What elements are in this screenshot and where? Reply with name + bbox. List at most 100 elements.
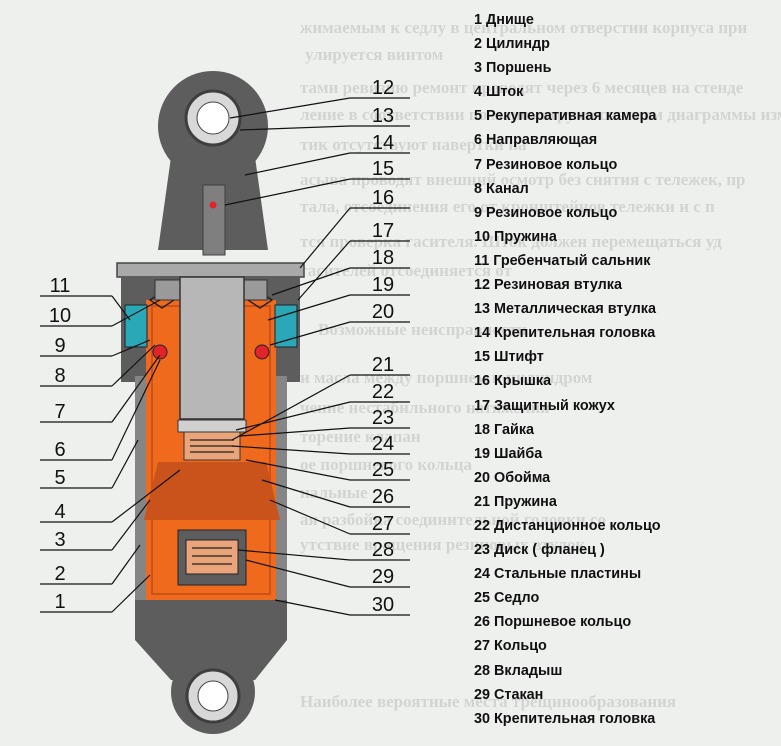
callout-leader-line <box>111 469 181 523</box>
legend-item: 17 Защитный кожух <box>474 397 615 414</box>
legend-item: 13 Металлическая втулка <box>474 301 656 318</box>
legend-item: 6 Направляющая <box>474 132 598 149</box>
callout-number: 11 <box>50 275 71 297</box>
shock-absorber-drawing <box>116 71 305 734</box>
callout-number: 9 <box>54 335 65 357</box>
bottom-head-neck <box>135 600 287 680</box>
piston-spring <box>190 439 234 453</box>
callout-number: 28 <box>372 539 394 561</box>
callout-number: 12 <box>372 77 394 99</box>
callout-leader-line <box>111 439 139 489</box>
callout-number: 16 <box>372 187 394 209</box>
callout-layer: 1234567891011121314151617181920212223242… <box>40 77 410 616</box>
callout-leader-line <box>111 354 161 423</box>
callout-leader-line <box>111 499 151 551</box>
legend-item: 30 Крепительная головка <box>474 710 656 727</box>
seal-right <box>274 304 298 348</box>
callout-leader-line <box>231 445 351 455</box>
piston <box>144 462 280 520</box>
callout-leader-line <box>111 299 161 327</box>
legend-item: 28 Вкладыш <box>474 662 563 679</box>
piston-plate <box>177 419 247 433</box>
callout-leader-line <box>111 359 161 461</box>
callout-leader-line <box>111 344 156 387</box>
legend-item: 14 Крепительная головка <box>474 325 656 342</box>
legend-item: 16 Крышка <box>474 373 552 390</box>
legend-item: 19 Шайба <box>474 445 543 462</box>
legend-item: 4 Шток <box>474 84 524 101</box>
legend-item: 9 Резиновое кольцо <box>474 204 618 221</box>
callout-number: 30 <box>372 594 394 616</box>
rubber-ring-right <box>254 344 270 360</box>
callout-leader-line <box>111 339 151 357</box>
legend-item: 24 Стальные пластины <box>474 566 642 583</box>
legend-item: 22 Дистанционное кольцо <box>474 517 661 534</box>
callout-number: 29 <box>372 566 394 588</box>
cover-cap <box>116 262 305 278</box>
callout-leader-line <box>235 401 351 431</box>
callout-number: 21 <box>372 354 394 376</box>
callout-leader-line <box>231 374 351 441</box>
callout-leader-line <box>229 97 351 119</box>
legend-item: 27 Кольцо <box>474 638 547 655</box>
callout-leader-line <box>269 499 351 535</box>
callout-number: 23 <box>372 407 394 429</box>
legend-item: 26 Поршневое кольцо <box>474 614 632 631</box>
callout-leader-line <box>245 459 351 481</box>
pin <box>209 201 217 209</box>
callout-number: 6 <box>54 439 65 461</box>
callout-number: 18 <box>372 247 394 269</box>
callout-number: 14 <box>372 132 394 154</box>
rubber-ring-left <box>152 344 168 360</box>
callout-number: 8 <box>54 365 65 387</box>
callout-leader-line <box>297 240 351 301</box>
callout-number: 2 <box>54 563 65 585</box>
callout-number: 4 <box>54 501 65 523</box>
callout-number: 27 <box>372 513 394 535</box>
legend-item: 7 Резиновое кольцо <box>474 156 618 173</box>
callout-number: 24 <box>372 433 394 455</box>
legend-item: 23 Диск ( фланец ) <box>474 542 605 559</box>
callout-leader-line <box>111 544 141 585</box>
callout-leader-line <box>267 294 351 321</box>
callout-leader-line <box>224 178 351 206</box>
rod <box>179 276 245 420</box>
callout-number: 26 <box>372 486 394 508</box>
legend-item: 5 Рекуперативная камера <box>474 108 657 125</box>
callout-leader-line <box>239 427 351 437</box>
callout-leader-line <box>269 321 351 346</box>
legend-item: 3 Поршень <box>474 60 552 77</box>
callout-number: 7 <box>54 401 65 423</box>
callout-number: 3 <box>54 529 65 551</box>
callout-leader-line <box>274 599 351 616</box>
bottom-valve <box>185 539 239 575</box>
callout-leader-line <box>271 267 351 296</box>
legend-item: 25 Седло <box>474 590 540 607</box>
callout-number: 22 <box>372 381 394 403</box>
legend-item: 29 Стакан <box>474 686 544 703</box>
legend-item: 15 Штифт <box>474 349 544 366</box>
bottom-eye-hole <box>197 680 229 712</box>
legend-item: 10 Пружина <box>474 228 557 245</box>
legend-item: 1 Днище <box>474 12 534 28</box>
legend-item: 12 Резиновая втулка <box>474 277 623 294</box>
bottom-spring <box>192 547 232 565</box>
callout-number: 13 <box>372 105 394 127</box>
callout-leader-line <box>237 549 351 561</box>
callout-number: 20 <box>372 301 394 323</box>
legend-item: 2 Цилиндр <box>474 36 550 53</box>
callout-number: 19 <box>372 274 394 296</box>
callout-leader-line <box>111 574 151 613</box>
callout-number: 5 <box>54 467 65 489</box>
legend-item: 21 Пружина <box>474 493 557 510</box>
legend-item: 18 Гайка <box>474 421 535 438</box>
callout-number: 10 <box>49 305 71 327</box>
legend-item: 11 Гребенчатый сальник <box>474 252 651 269</box>
callout-number: 1 <box>54 591 65 613</box>
callout-number: 17 <box>372 220 394 242</box>
top-eye-hole <box>196 101 230 135</box>
callout-leader-line <box>244 152 351 176</box>
callout-leader-line <box>239 125 351 131</box>
parts-legend: 1 Днище 2 Цилиндр 3 Поршень 4 Шток 5 Рекупер… <box>474 8 661 731</box>
